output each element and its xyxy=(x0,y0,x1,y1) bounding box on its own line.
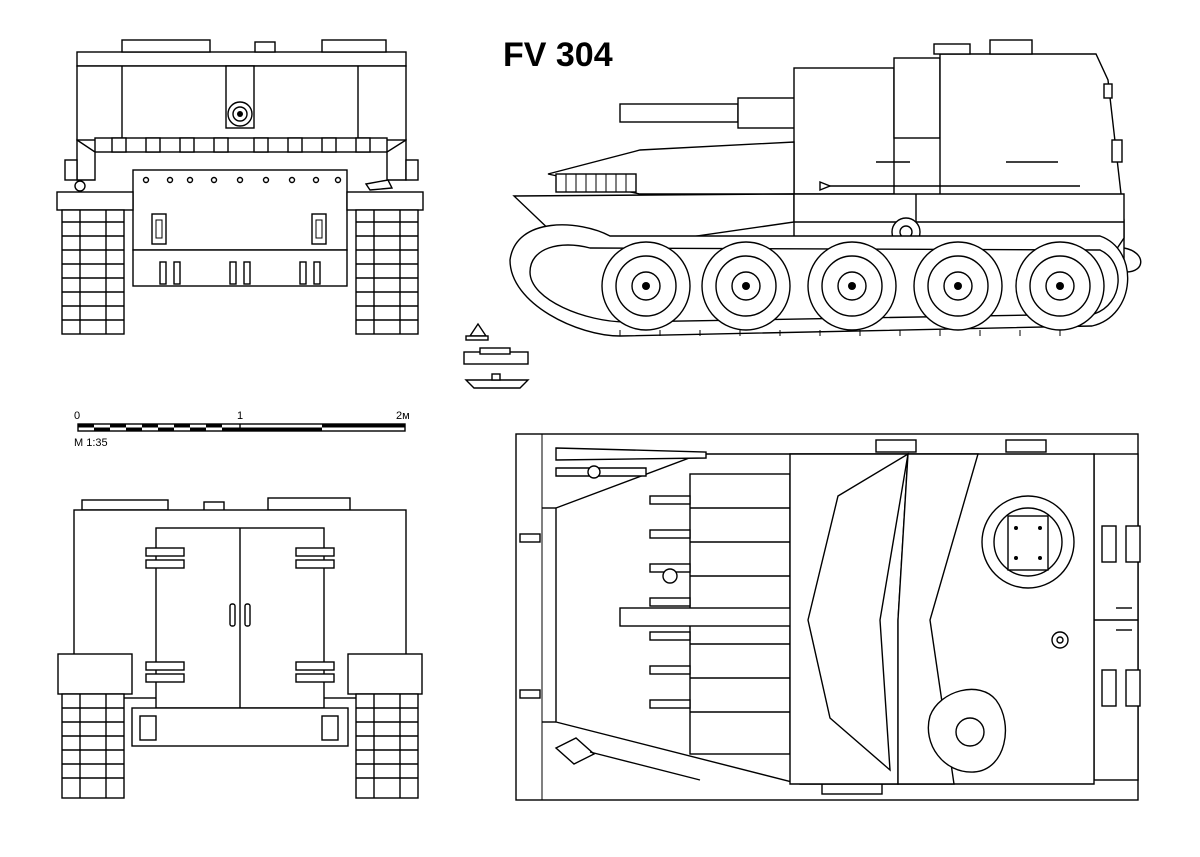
scale-tick-1: 1 xyxy=(237,410,243,422)
road-wheels xyxy=(601,241,1105,331)
top-view xyxy=(515,433,1141,801)
rivet-row xyxy=(142,176,342,184)
side-view xyxy=(509,39,1142,337)
scale-ratio: М 1:35 xyxy=(74,437,108,449)
scale-tick-2: 2м xyxy=(396,410,410,422)
rear-view xyxy=(57,497,423,799)
drawing-title: FV 304 xyxy=(503,36,613,74)
scale-bar: 0 1 2м М 1:35 xyxy=(74,410,410,449)
scale-tick-0: 0 xyxy=(74,410,80,422)
detail-parts xyxy=(463,322,530,389)
front-view xyxy=(56,39,424,335)
